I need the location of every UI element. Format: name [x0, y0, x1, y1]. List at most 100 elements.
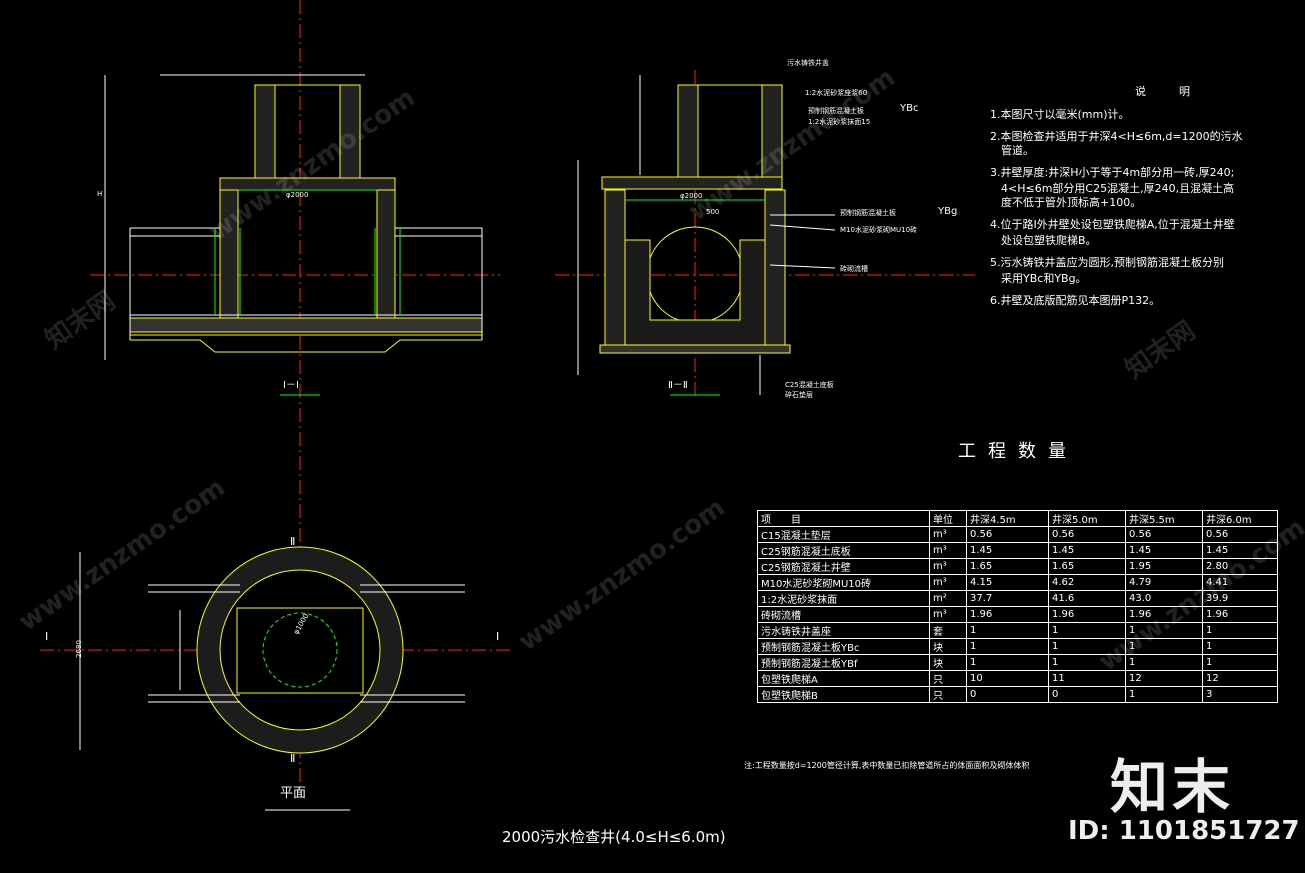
- table-cell: 污水铸铁井盖座: [757, 622, 930, 639]
- quantity-footnote: 注:工程数量按d=1200管径计算,表中数量已扣除管道所占的体面面积及砌体体积: [744, 761, 1030, 770]
- ann-gravel: 碎石垫层: [785, 391, 813, 399]
- table-cell: 块: [929, 654, 967, 671]
- table-cell: 1: [1202, 654, 1278, 671]
- section-1-drawing: [129, 84, 483, 353]
- table-cell: 0.56: [1048, 526, 1126, 543]
- table-cell: 1: [966, 654, 1049, 671]
- ann-mortar-15: 1:2水泥砂浆抹面15: [808, 118, 871, 126]
- table-cell: 井深6.0m: [1202, 510, 1278, 527]
- notes-list: 1.本图尺寸以毫米(mm)计。 2.本图检查井适用于井深4<H≤6m,d=120…: [990, 108, 1243, 308]
- table-cell: 1.96: [966, 606, 1049, 623]
- table-cell: m³: [929, 526, 967, 543]
- table-cell: 预制钢筋混凝土板YBc: [757, 638, 930, 655]
- section-1-label: I－I: [283, 380, 299, 391]
- table-cell: 1: [1048, 622, 1126, 639]
- table-cell: 1.45: [1048, 542, 1126, 559]
- section-1-green: [214, 189, 401, 396]
- ann-d2000-s1: φ2000: [286, 191, 309, 199]
- table-cell: 0.56: [1125, 526, 1203, 543]
- table-cell: 单位: [929, 510, 967, 527]
- table-cell: 1: [1202, 638, 1278, 655]
- note-line: 1.本图尺寸以毫米(mm)计。: [990, 108, 1130, 121]
- section-2-green: [625, 199, 765, 396]
- table-cell: m³: [929, 606, 967, 623]
- table-cell: 项 目: [757, 510, 930, 527]
- ann-ybc: YBc: [900, 103, 919, 114]
- note-line: 4.位于路Ⅰ外井壁处设包塑铁爬梯A,位于混凝土井壁: [990, 218, 1235, 231]
- note-line: 处设包塑铁爬梯B。: [990, 234, 1097, 247]
- table-cell: 1.96: [1202, 606, 1278, 623]
- table-cell: C25钢筋混凝土井壁: [757, 558, 930, 575]
- table-cell: 1.65: [966, 558, 1049, 575]
- plan-marker-I-right: I: [496, 630, 500, 643]
- plan-marker-II-top: Ⅱ: [290, 535, 296, 548]
- section-1-pipes: [104, 74, 483, 360]
- table-cell: 套: [929, 622, 967, 639]
- table-cell: 砖砌流槽: [757, 606, 930, 623]
- table-cell: 1: [1202, 622, 1278, 639]
- drawing-id: ID: 1101851727: [1068, 816, 1300, 846]
- table-cell: m²: [929, 590, 967, 607]
- table-cell: 预制钢筋混凝土板YBf: [757, 654, 930, 671]
- note-line: 4<H≤6m部分用C25混凝土,厚240,且混凝土高: [990, 182, 1235, 195]
- table-cell: 1: [966, 622, 1049, 639]
- table-cell: 1.45: [1125, 542, 1203, 559]
- note-line: 3.井壁厚度:井深H小于等于4m部分用一砖,厚240;: [990, 166, 1235, 179]
- table-cell: 只: [929, 670, 967, 687]
- drawing-title: 2000污水检查井(4.0≤H≤6.0m): [502, 828, 726, 846]
- table-cell: 1.45: [966, 542, 1049, 559]
- plan-label: 平面: [280, 786, 307, 801]
- table-cell: C15混凝土垫层: [757, 526, 930, 543]
- table-cell: 0.56: [966, 526, 1049, 543]
- table-cell: 井深4.5m: [966, 510, 1049, 527]
- plan-drawing: [79, 546, 465, 811]
- table-cell: 1.95: [1125, 558, 1203, 575]
- section-2-drawing: [599, 84, 791, 354]
- note-line: 2.本图检查井适用于井深4<H≤6m,d=1200的污水: [990, 130, 1243, 143]
- ann-m10: M10水泥砂浆砌MU10砖: [840, 226, 918, 234]
- section-2-dims: [577, 75, 836, 395]
- table-cell: 包塑铁爬梯B: [757, 686, 930, 703]
- ann-ybg: YBg: [938, 206, 958, 217]
- table-cell: 1: [966, 638, 1049, 655]
- ann-c25-base: C25混凝土底板: [785, 381, 834, 389]
- note-line: 6.井壁及底版配筋见本图册P132。: [990, 294, 1161, 307]
- table-cell: 1: [1125, 686, 1203, 703]
- ann-dim-h: H: [97, 190, 103, 198]
- table-cell: 12: [1202, 670, 1278, 687]
- table-cell: m³: [929, 558, 967, 575]
- table-cell: 12: [1125, 670, 1203, 687]
- ann-precast-slab-2: 预制钢筋混凝土板: [840, 209, 896, 217]
- table-cell: 井深5.5m: [1125, 510, 1203, 527]
- note-line: 度不低于管外顶标高+100。: [990, 196, 1142, 209]
- table-cell: C25钢筋混凝土底板: [757, 542, 930, 559]
- ann-flow-channel: 砖砌流槽: [840, 265, 868, 273]
- ann-cover: 污水铸铁井盖: [787, 59, 829, 67]
- note-line: 采用YBc和YBg。: [990, 272, 1087, 285]
- table-cell: 0: [1048, 686, 1126, 703]
- table-cell: M10水泥砂浆砌MU10砖: [757, 574, 930, 591]
- note-line: 5.污水铸铁井盖应为圆形,预制钢筋混凝土板分别: [990, 256, 1224, 269]
- table-cell: 井深5.0m: [1048, 510, 1126, 527]
- table-cell: 1:2水泥砂浆抹面: [757, 590, 930, 607]
- table-cell: 0: [966, 686, 1049, 703]
- table-cell: 4.15: [966, 574, 1049, 591]
- ann-dim-2680: 2680: [74, 640, 83, 658]
- plan-marker-II-bottom: Ⅱ: [290, 752, 296, 765]
- table-cell: 3: [1202, 686, 1278, 703]
- table-cell: 10: [966, 670, 1049, 687]
- table-cell: m³: [929, 542, 967, 559]
- plan-marker-I-left: I: [45, 630, 49, 643]
